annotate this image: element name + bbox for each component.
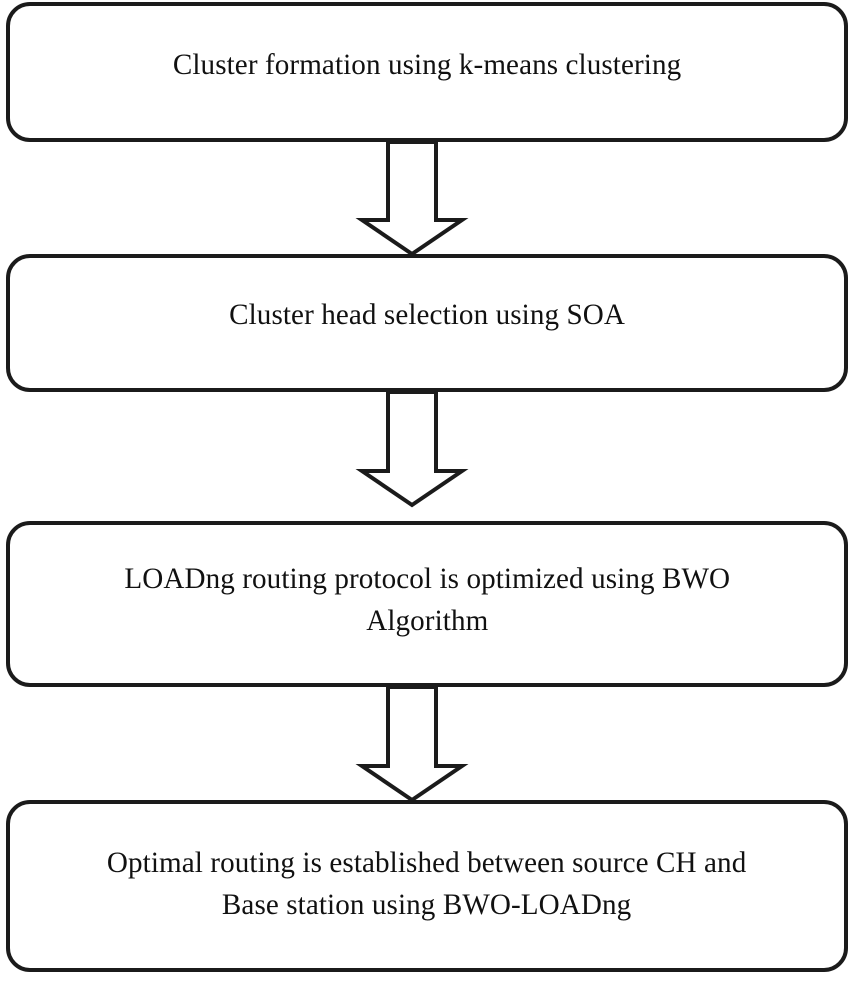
flowchart-node-label-step-1: Cluster formation using k-means clusteri… — [172, 48, 682, 81]
arrow-step1-to-step2 — [355, 140, 469, 257]
flowchart-node-label-step-2: Cluster head selection using SOA — [229, 298, 625, 331]
arrow-step3-to-step4 — [355, 685, 469, 803]
flowchart-node-step-2[interactable]: Cluster head selection using SOA — [6, 254, 848, 392]
arrow-step2-to-step3 — [355, 390, 469, 508]
flowchart-node-label-step-4: Optimal routing is established between s… — [107, 846, 747, 921]
flowchart-node-step-4[interactable]: Optimal routing is established between s… — [6, 800, 848, 972]
flowchart-node-label-step-3: LOADng routing protocol is optimized usi… — [124, 562, 730, 637]
flowchart-node-step-3[interactable]: LOADng routing protocol is optimized usi… — [6, 521, 848, 687]
flowchart-node-step-1[interactable]: Cluster formation using k-means clusteri… — [6, 2, 848, 142]
